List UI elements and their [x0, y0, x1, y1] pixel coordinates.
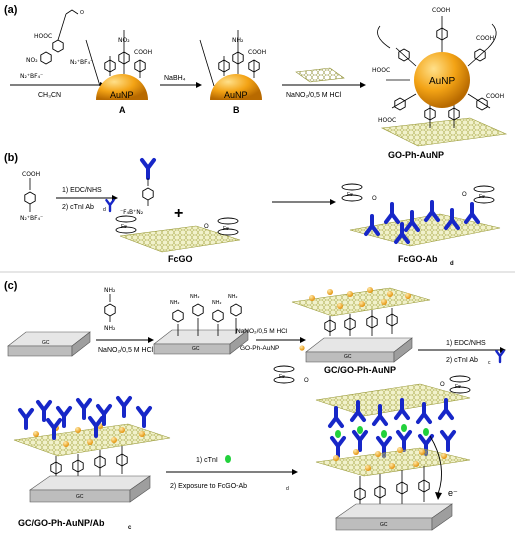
svg-text:AuNP: AuNP — [429, 76, 455, 87]
gc-go-ph-aunp-label: GC/GO-Ph-AuNP — [324, 365, 396, 375]
fcgo-diazonium-reagent: ⁻F₄B⁺N₂ — [120, 158, 156, 216]
svg-text:NH₂: NH₂ — [228, 294, 238, 300]
plus-sign: + — [174, 205, 183, 222]
panel-b-label: (b) — [4, 152, 18, 164]
aunp-dot-icon — [299, 345, 305, 351]
panel-c-step1: 1) EDC/NHS — [446, 340, 486, 347]
gc-go-ph-aunp-abc-label: GC/GO-Ph-AuNP/Ab — [18, 518, 105, 528]
gc-go-ph-aunp-abc-electrode: GC — [13, 396, 171, 503]
panel-c-arrow2-below: GO-Ph-AuNP — [240, 345, 279, 352]
svg-text:NH₂: NH₂ — [104, 287, 116, 294]
svg-text:O: O — [80, 10, 84, 16]
compound-B-label: B — [233, 105, 240, 115]
svg-text:Fe: Fe — [455, 384, 461, 390]
compound-A-label: A — [119, 105, 126, 115]
diazonium-reagents: HOOC NO₂ N₂⁺BF₄⁻ N₂⁺BF₄⁻ O — [20, 9, 93, 80]
fcgo-label: FcGO — [168, 254, 193, 264]
svg-text:NH₂: NH₂ — [170, 300, 180, 306]
svg-text:NH₂: NH₂ — [104, 325, 116, 332]
svg-text:c: c — [488, 360, 491, 366]
panel-c-step2: 2) cTnI Ab — [446, 357, 478, 364]
carboxyphenyl-diazonium: COOH N₂⁺BF₄⁻ — [20, 171, 43, 222]
svg-text:AuNP: AuNP — [110, 90, 134, 100]
svg-text:COOH: COOH — [486, 93, 504, 100]
svg-text:NH₂: NH₂ — [232, 37, 244, 44]
svg-text:GC: GC — [380, 522, 388, 528]
svg-text:GC: GC — [344, 354, 352, 360]
svg-text:NO₂: NO₂ — [26, 57, 38, 64]
svg-text:Fe: Fe — [223, 226, 229, 232]
panel-b-step2: 2) cTnI Ab — [62, 204, 94, 211]
fcgo-abd-label: FcGO-Ab — [398, 254, 438, 264]
sandwich-immunosensor: Fe O Fe O — [273, 365, 471, 531]
svg-text:HOOC: HOOC — [34, 33, 52, 40]
svg-text:HOOC: HOOC — [372, 67, 390, 74]
svg-text:COOH: COOH — [22, 171, 40, 178]
panel-c-arrow4-step2: 2) Exposure to FcGO-Ab — [170, 483, 247, 490]
aunp-B: NH₂ COOH AuNP B — [199, 30, 266, 115]
svg-text:NH₂: NH₂ — [212, 300, 222, 306]
go-ph-aunp-label: GO-Ph-AuNP — [388, 150, 444, 160]
svg-text:O: O — [304, 378, 309, 384]
panel-c-label: (c) — [4, 280, 18, 292]
gc-go-ph-aunp-electrode: GC — [291, 287, 431, 363]
svg-text:COOH: COOH — [248, 49, 266, 56]
svg-text:N₂⁺BF₄⁻: N₂⁺BF₄⁻ — [20, 215, 43, 222]
svg-text:Fe: Fe — [479, 194, 485, 200]
svg-text:c: c — [128, 525, 132, 531]
svg-text:⁻F₄B⁺N₂: ⁻F₄B⁺N₂ — [120, 209, 144, 216]
svg-text:Fe: Fe — [121, 224, 127, 230]
svg-text:O: O — [440, 382, 445, 388]
svg-text:Fe: Fe — [279, 374, 285, 380]
fcgo-abd-product: Fe O Fe O — [341, 183, 501, 247]
svg-text:NH₂: NH₂ — [190, 294, 200, 300]
aminophenyl-gc-electrode: GC NH₂ NH₂ NH₂ NH₂ — [153, 294, 249, 355]
arrow3-below-label: NaNO₂/0,5 M HCl — [286, 92, 342, 99]
svg-text:COOH: COOH — [476, 35, 494, 42]
svg-text:d: d — [286, 486, 289, 492]
fcgo-sheet: Fe Fe O — [115, 215, 241, 253]
svg-text:d: d — [450, 261, 454, 267]
svg-text:GC: GC — [76, 494, 84, 500]
electron-label: e⁻ — [448, 488, 458, 498]
arrow2-above-label: NaBH₄ — [164, 75, 186, 82]
svg-text:COOH: COOH — [432, 7, 450, 14]
panel-c-arrow1-label: NaNO₂/0,5 M HCl — [98, 347, 154, 354]
svg-text:O: O — [372, 196, 377, 202]
panel-a-label: (a) — [4, 4, 18, 16]
ctni-antigen-icon — [225, 455, 231, 463]
svg-text:Fe: Fe — [347, 192, 353, 198]
svg-text:AuNP: AuNP — [224, 90, 248, 100]
bare-gc-electrode: GC — [7, 331, 91, 357]
svg-text:O: O — [204, 224, 209, 230]
phenylenediamine: NH₂ NH₂ — [104, 287, 116, 332]
panel-c-arrow4-step1: 1) cTnI — [196, 457, 218, 464]
panel-b-step1: 1) EDC/NHS — [62, 187, 102, 194]
aunp-A: NO₂ COOH AuNP A — [85, 30, 152, 115]
svg-text:HOOC: HOOC — [378, 117, 396, 124]
panel-c-arrow2-above: NaNO₂/0,5 M HCl — [236, 328, 288, 335]
svg-text:NO₂: NO₂ — [118, 37, 130, 44]
svg-text:O: O — [462, 192, 467, 198]
svg-text:d: d — [103, 207, 106, 213]
svg-text:GC: GC — [192, 346, 200, 352]
svg-text:GC: GC — [42, 340, 50, 346]
svg-text:N₂⁺BF₄⁻: N₂⁺BF₄⁻ — [70, 59, 93, 66]
arrow1-below-label: CH₃CN — [38, 92, 61, 99]
svg-text:COOH: COOH — [134, 49, 152, 56]
graphene-oxide-icon — [295, 67, 345, 83]
go-ph-aunp-product: AuNP COOH COOH HOOC COOH HOOC — [372, 7, 508, 147]
svg-text:N₂⁺BF₄⁻: N₂⁺BF₄⁻ — [20, 73, 43, 80]
